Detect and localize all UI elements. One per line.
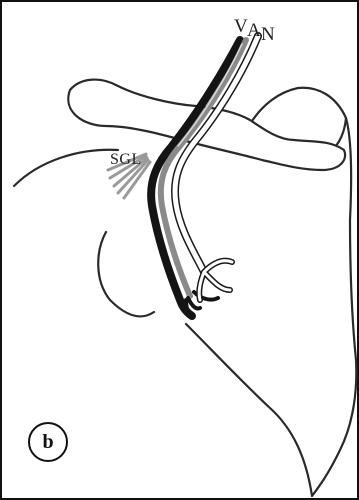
label-nerve: N <box>261 24 275 45</box>
label-vein: V <box>234 16 248 37</box>
label-ganglion: SGL <box>110 151 142 168</box>
panel-letter-badge: b <box>28 422 68 462</box>
label-artery: A <box>247 20 261 41</box>
torso-outline <box>14 150 118 186</box>
